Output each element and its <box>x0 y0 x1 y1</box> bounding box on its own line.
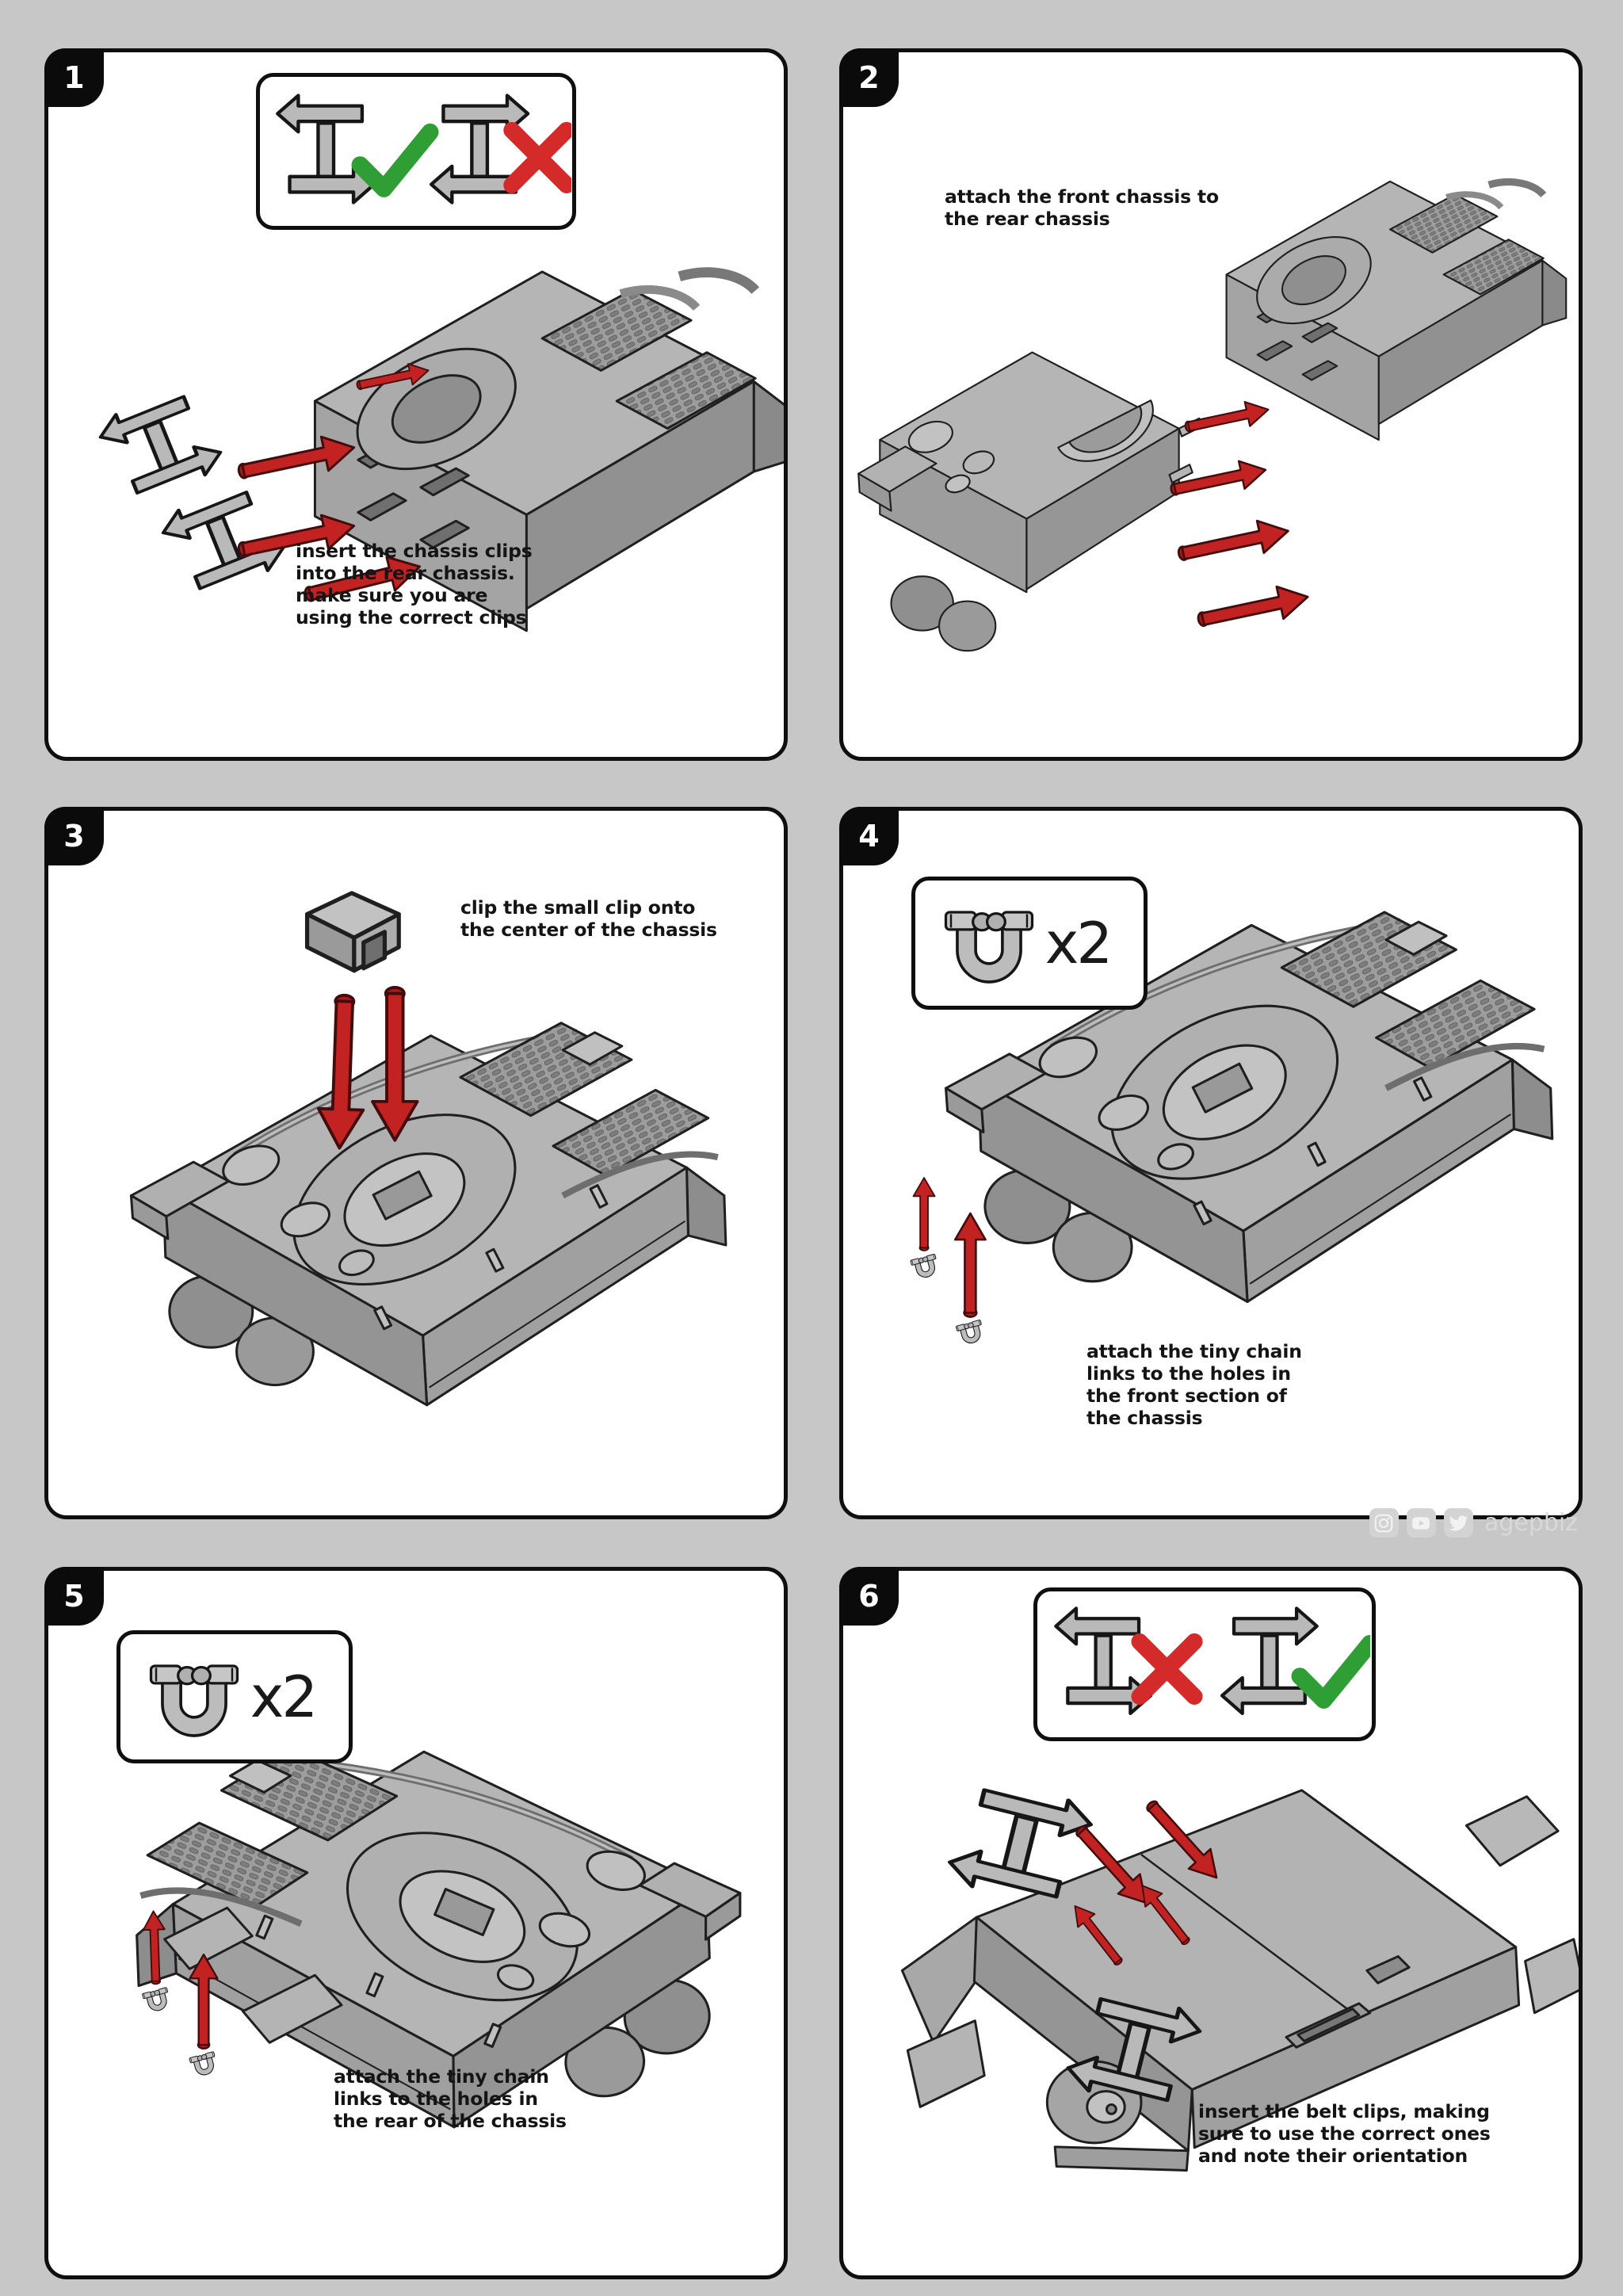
chassis-rear-chain-illustration <box>48 1571 784 2275</box>
rear-chassis-part <box>1227 181 1567 440</box>
check-icon <box>1300 1644 1369 1700</box>
check-icon <box>360 132 430 189</box>
chain-link-part <box>911 1254 939 1278</box>
step-panel-1: 1 insert the chassis clips into the rear… <box>44 48 788 761</box>
chain-link-icon <box>941 895 1037 991</box>
clip-comparison-box <box>256 73 576 230</box>
small-clip-part <box>307 893 399 971</box>
chain-link-part <box>189 2052 218 2076</box>
step-number-badge: 5 <box>44 1567 104 1626</box>
step-panel-6: 6 insert the belt clips, making sure to … <box>839 1567 1583 2279</box>
twitter-icon <box>1443 1508 1473 1538</box>
insert-arrow <box>953 1212 987 1318</box>
insert-arrow <box>1182 396 1272 441</box>
step-number: 3 <box>63 819 85 854</box>
chassis-joining-illustration <box>843 52 1579 757</box>
step-caption: attach the tiny chain links to the holes… <box>334 2065 567 2132</box>
x-icon <box>512 130 567 185</box>
step-panel-3: 3 clip the small clip onto the center of… <box>44 807 788 1519</box>
step-panel-5: 5 x2 attach the tiny chain links to the … <box>44 1567 788 2279</box>
step-number: 6 <box>858 1579 880 1614</box>
insert-arrow <box>1167 455 1270 505</box>
step-caption: attach the front chassis to the rear cha… <box>945 185 1219 230</box>
chassis-clip-correct-icon <box>277 96 374 203</box>
chassis-part <box>131 1023 725 1405</box>
chain-link-part <box>956 1320 984 1343</box>
insert-arrow <box>1174 514 1293 571</box>
step-number: 5 <box>63 1579 85 1614</box>
part-count-box: x2 <box>911 877 1148 1010</box>
instagram-icon <box>1369 1508 1399 1538</box>
part-count-label: x2 <box>250 1664 318 1730</box>
step-panel-4: 4 x2 attach the tiny chain links to the … <box>839 807 1583 1519</box>
step-caption: insert the chassis clips into the rear c… <box>296 540 533 628</box>
chain-link-icon <box>146 1648 242 1745</box>
watermark-handle: agepbiz <box>1484 1509 1578 1537</box>
step-number: 4 <box>858 819 880 854</box>
clip-comparison-box <box>1033 1587 1376 1741</box>
step-number-badge: 4 <box>839 807 899 865</box>
insert-arrow <box>912 1177 936 1251</box>
insert-arrow <box>1193 579 1312 637</box>
x-icon <box>1140 1641 1194 1696</box>
social-watermark: agepbiz <box>1369 1508 1578 1538</box>
youtube-icon <box>1406 1508 1436 1538</box>
step-number-badge: 2 <box>839 48 899 107</box>
step-panel-2: 2 attach the front chassis to the rear c… <box>839 48 1583 761</box>
step-caption: attach the tiny chain links to the holes… <box>1086 1340 1302 1429</box>
part-count-label: x2 <box>1044 910 1113 976</box>
belt-clip-correct-icon <box>1222 1608 1317 1713</box>
step-number: 1 <box>63 60 85 95</box>
step-caption: clip the small clip onto the center of t… <box>460 896 717 941</box>
step-caption: insert the belt clips, making sure to us… <box>1198 2100 1491 2167</box>
part-count-box: x2 <box>116 1630 353 1763</box>
step-number-badge: 1 <box>44 48 104 107</box>
front-chassis-part <box>857 351 1203 652</box>
chassis-clip-part <box>95 384 226 506</box>
step-number-badge: 3 <box>44 807 104 865</box>
step-number: 2 <box>858 60 880 95</box>
step-number-badge: 6 <box>839 1567 899 1626</box>
rear-fender <box>163 1906 254 1970</box>
chain-link-part <box>142 1988 170 2011</box>
rear-fender <box>241 1973 343 2044</box>
